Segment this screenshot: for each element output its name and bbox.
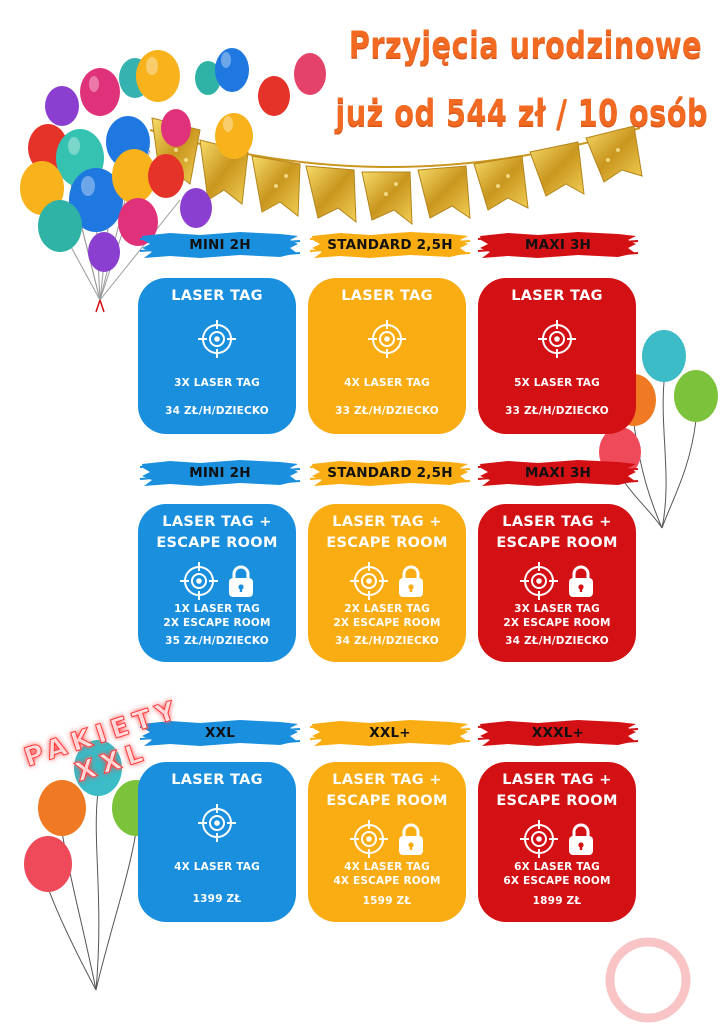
target-icon <box>196 318 238 364</box>
package-icons <box>308 318 466 364</box>
headline-line-1: Przyjęcia urodzinowe <box>348 23 702 67</box>
package-band: XXL <box>140 718 300 748</box>
target-icon <box>366 318 408 364</box>
package-price: 34 ZŁ/H/DZIECKO <box>505 635 609 647</box>
package-band: XXXL+ <box>478 718 638 748</box>
package-band-label: MAXI 3H <box>524 237 592 253</box>
package-price: 33 ZŁ/H/DZIECKO <box>505 405 609 417</box>
package-band: MAXI 3H <box>478 458 638 488</box>
package-title: LASER TAG + <box>332 772 442 788</box>
package-item: 2X ESCAPE ROOM <box>503 617 611 629</box>
package-item: 6X ESCAPE ROOM <box>503 875 611 887</box>
package-title: LASER TAG <box>171 772 263 788</box>
package-icons <box>478 818 636 864</box>
package-band-label: XXXL+ <box>531 725 585 741</box>
package-band: XXL+ <box>310 718 470 748</box>
package-item: 2X ESCAPE ROOM <box>163 617 271 629</box>
package-item: 1X LASER TAG <box>174 603 260 615</box>
package-band: MINI 2H <box>140 230 300 260</box>
package-card: LASER TAG + ESCAPE ROOM 1X LASER TAG 2X ESC… <box>138 504 296 662</box>
package-item: 6X LASER TAG <box>514 861 600 873</box>
package-title: ESCAPE ROOM <box>496 535 618 551</box>
padlock-icon <box>396 560 426 606</box>
package-item: 5X LASER TAG <box>514 377 600 389</box>
headline-line-2: już od 544 zł / 10 osób <box>335 91 708 135</box>
padlock-icon <box>566 560 596 606</box>
package-item: 2X ESCAPE ROOM <box>333 617 441 629</box>
package-title: LASER TAG + <box>502 514 612 530</box>
target-icon <box>518 560 560 606</box>
target-icon <box>348 818 390 864</box>
package-icons <box>308 560 466 606</box>
package-band-label: STANDARD 2,5H <box>327 237 453 253</box>
package-title: ESCAPE ROOM <box>496 793 618 809</box>
target-icon <box>178 560 220 606</box>
package-price: 1899 ZŁ <box>532 895 582 907</box>
package-item: 3X LASER TAG <box>514 603 600 615</box>
package-icons <box>138 802 296 848</box>
package-card: LASER TAG + ESCAPE ROOM 4X LASER TAG 4X ESC… <box>308 762 466 922</box>
package-band-label: STANDARD 2,5H <box>327 465 453 481</box>
ring-icon <box>605 937 691 1023</box>
padlock-icon <box>396 818 426 864</box>
package-card: LASER TAG + ESCAPE ROOM 6X LASER TAG 6X ESC… <box>478 762 636 922</box>
package-price: 33 ZŁ/H/DZIECKO <box>335 405 439 417</box>
package-band-label: MINI 2H <box>189 465 251 481</box>
package-band: STANDARD 2,5H <box>310 458 470 488</box>
package-band-label: XXL <box>204 725 236 741</box>
package-item: 4X LASER TAG <box>344 377 430 389</box>
package-price: 34 ZŁ/H/DZIECKO <box>335 635 439 647</box>
package-price: 35 ZŁ/H/DZIECKO <box>165 635 269 647</box>
target-icon <box>518 818 560 864</box>
package-price: 34 ZŁ/H/DZIECKO <box>165 405 269 417</box>
package-item: 4X ESCAPE ROOM <box>333 875 441 887</box>
package-title: LASER TAG <box>511 288 603 304</box>
package-band: MINI 2H <box>140 458 300 488</box>
package-item: 4X LASER TAG <box>344 861 430 873</box>
package-icons <box>138 318 296 364</box>
padlock-icon <box>566 818 596 864</box>
padlock-icon <box>226 560 256 606</box>
package-item: 2X LASER TAG <box>344 603 430 615</box>
package-band-label: MINI 2H <box>189 237 251 253</box>
package-card: LASER TAG 5X LASER TAG 33 ZŁ/H/DZIECKO <box>478 278 636 434</box>
package-icons <box>308 818 466 864</box>
package-icons <box>138 560 296 606</box>
package-band: MAXI 3H <box>478 230 638 260</box>
package-title: LASER TAG <box>171 288 263 304</box>
package-band-label: MAXI 3H <box>524 465 592 481</box>
package-title: ESCAPE ROOM <box>326 793 448 809</box>
package-card: LASER TAG 3X LASER TAG 34 ZŁ/H/DZIECKO <box>138 278 296 434</box>
package-title: LASER TAG + <box>162 514 272 530</box>
target-icon <box>348 560 390 606</box>
package-band-label: XXL+ <box>369 725 411 741</box>
package-item: 3X LASER TAG <box>174 377 260 389</box>
package-price: 1599 ZŁ <box>362 895 412 907</box>
package-card: LASER TAG + ESCAPE ROOM 3X LASER TAG 2X ESC… <box>478 504 636 662</box>
target-icon <box>536 318 578 364</box>
package-title: ESCAPE ROOM <box>156 535 278 551</box>
target-icon <box>196 802 238 848</box>
package-icons <box>478 318 636 364</box>
package-title: ESCAPE ROOM <box>326 535 448 551</box>
package-band: STANDARD 2,5H <box>310 230 470 260</box>
balloon-cluster-icon <box>20 48 326 313</box>
package-card: LASER TAG + ESCAPE ROOM 2X LASER TAG 2X ESC… <box>308 504 466 662</box>
package-card: LASER TAG 4X LASER TAG 1399 ZŁ <box>138 762 296 922</box>
package-item: 4X LASER TAG <box>174 861 260 873</box>
package-title: LASER TAG + <box>332 514 442 530</box>
package-card: LASER TAG 4X LASER TAG 33 ZŁ/H/DZIECKO <box>308 278 466 434</box>
package-price: 1399 ZŁ <box>192 893 242 905</box>
package-icons <box>478 560 636 606</box>
package-title: LASER TAG + <box>502 772 612 788</box>
package-title: LASER TAG <box>341 288 433 304</box>
